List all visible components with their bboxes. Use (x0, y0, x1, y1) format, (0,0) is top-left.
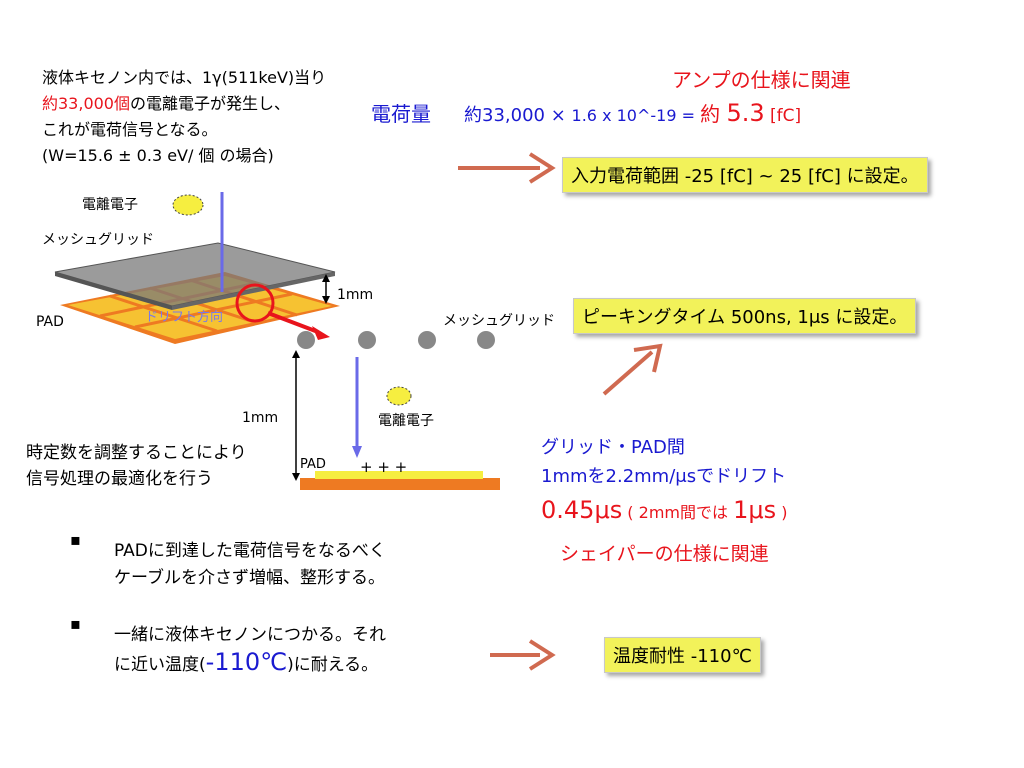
drift-time-paren-close: ) (776, 503, 788, 522)
arrow-to-peaking (602, 343, 663, 396)
amp-related-note: アンプの仕様に関連 (672, 68, 851, 92)
gap-label-bottom: 1mm (242, 410, 279, 426)
drift-direction-label: ドリフト方向 (145, 310, 224, 325)
pad-bar-bottom-orange (300, 478, 500, 490)
bullet2-line2: に近い温度(-110℃)に耐える。 (114, 648, 378, 676)
input-range-box: 入力電荷範囲 -25 [fC] ~ 25 [fC] に設定。 (562, 157, 928, 193)
drift-time-paren-open: ( 2mm間では (622, 503, 734, 522)
bullet2-line2-pre: に近い温度( (114, 655, 206, 675)
drift-time-value: 0.45μs (541, 496, 623, 524)
zoom-arrow (267, 311, 319, 334)
electron-label-top: 電離電子 (82, 197, 138, 213)
bullet2-temperature: -110℃ (205, 648, 288, 676)
arrow-to-temperature (490, 639, 556, 671)
gap-label-top: 1mm (337, 287, 374, 303)
drift-line2: 1mmを2.2mm/μsでドリフト (541, 466, 787, 487)
charge-calc-mid: 1.6 x 10^-19 = (571, 106, 701, 125)
arrow-to-input-range (458, 152, 556, 184)
peaking-time-box: ピーキングタイム 500ns, 1μs に設定。 (573, 298, 917, 334)
mesh-label-right: メッシュグリッド (443, 313, 555, 329)
gap-arrow-bottom (292, 350, 300, 481)
bullet1-line1: PADに到達した電荷信号をなるべく (114, 541, 386, 561)
bullet-marker-2: ▪ (70, 614, 81, 633)
intro-count: 約33,000個 (42, 94, 130, 113)
charge-calc-yaku: 約 (700, 102, 727, 126)
zoom-circle (235, 283, 275, 323)
temperature-box: 温度耐性 -110℃ (604, 637, 761, 673)
bullet-marker-1: ▪ (70, 530, 81, 549)
gap-arrow-top (322, 274, 330, 304)
mesh-label-top: メッシュグリッド (42, 232, 154, 248)
electron-label-bottom: 電離電子 (378, 413, 434, 429)
pad-bar-bottom-yellow (315, 471, 483, 479)
intro-line2: 約33,000個の電離電子が発生し、 (42, 92, 290, 116)
time-const-line2: 信号処理の最適化を行う (26, 469, 213, 489)
mesh-plane (54, 242, 336, 310)
time-const-line1: 時定数を調整することにより (26, 443, 247, 463)
charge-calc-prefix: 約33,000 × (464, 105, 566, 126)
mesh-dots (297, 331, 495, 349)
intro-line1: 液体キセノン内では、1γ(511keV)当り (42, 68, 327, 87)
bullet2-line1: 一緒に液体キセノンにつかる。それ (114, 625, 386, 645)
bullet2-line2-post: )に耐える。 (287, 655, 379, 675)
intro-line2-rest: の電離電子が発生し、 (130, 94, 291, 113)
charge-calc-unit: [fC] (764, 106, 802, 126)
charge-label: 電荷量 (371, 102, 431, 126)
intro-line4: (W=15.6 ± 0.3 eV/ 個 の場合) (42, 146, 274, 165)
plus-charges: + + + (360, 458, 408, 476)
pad-label: PAD (36, 314, 64, 330)
charge-calc-value: 5.3 (726, 99, 765, 127)
drift-time-value2: 1μs (733, 496, 777, 524)
intro-line3: これが電荷信号となる。 (42, 120, 218, 139)
shaper-related-note: シェイパーの仕様に関連 (560, 543, 769, 565)
drift-line1: グリッド・PAD間 (541, 437, 685, 458)
drift-time: 0.45μs ( 2mm間では 1μs ) (541, 496, 787, 524)
bullet1-line2: ケーブルを介さず増幅、整形する。 (114, 568, 385, 588)
electron-dot-top (172, 194, 204, 216)
pad-label-bottom: PAD (300, 457, 326, 472)
electron-dot-bottom (386, 386, 412, 406)
charge-calc: 約33,000 × 1.6 x 10^-19 = 約 5.3 [fC] (464, 98, 801, 127)
